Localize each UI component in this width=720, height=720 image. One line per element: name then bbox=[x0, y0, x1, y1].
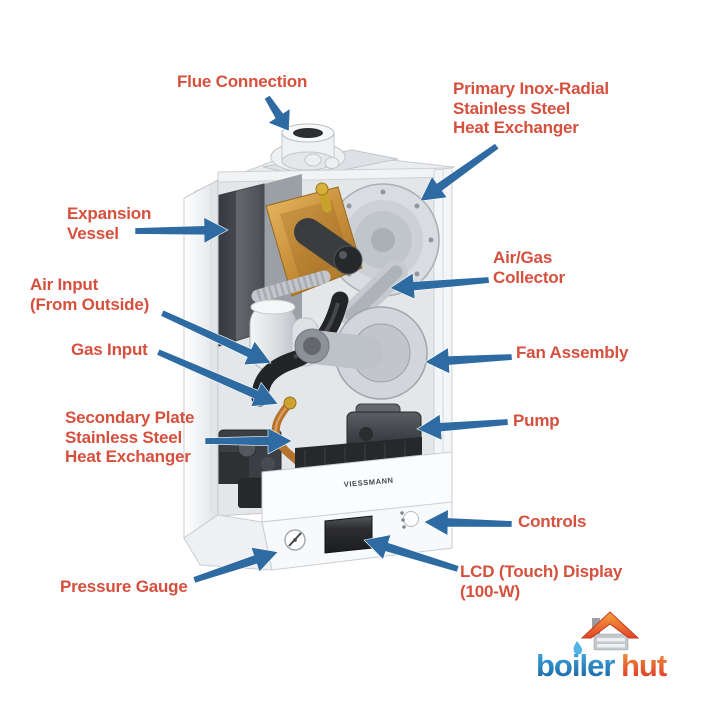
viessmann-logo-text: VIESSMANN bbox=[343, 476, 394, 489]
lcd-screen bbox=[324, 515, 373, 554]
arrow-secondary-heat-exchanger bbox=[204, 427, 293, 455]
arrow-air-gas-collector bbox=[389, 272, 490, 300]
label-lcd-display: LCD (Touch) Display (100-W) bbox=[460, 562, 623, 601]
label-pump: Pump bbox=[513, 411, 560, 430]
pressure-gauge-dial bbox=[284, 529, 306, 551]
brass-valve bbox=[315, 182, 332, 213]
arrow-expansion-vessel bbox=[134, 216, 229, 244]
fan-assembly-part bbox=[294, 306, 428, 400]
flue-pipe bbox=[281, 123, 340, 171]
label-air-gas-collector: Air/Gas Collector bbox=[493, 248, 565, 287]
arrow-primary-heat-exchanger bbox=[419, 142, 500, 202]
house-icon bbox=[580, 611, 640, 651]
controls-knob bbox=[403, 511, 419, 527]
arrow-pressure-gauge bbox=[192, 546, 279, 584]
label-secondary-heat-exchanger: Secondary Plate Stainless Steel Heat Exc… bbox=[65, 408, 195, 467]
label-expansion-vessel: Expansion Vessel bbox=[67, 204, 152, 243]
arrow-lcd-display bbox=[363, 534, 460, 573]
label-flue-connection: Flue Connection bbox=[177, 72, 308, 91]
primary-heat-exchanger-part bbox=[326, 183, 440, 297]
controls-dot bbox=[402, 525, 406, 529]
controls-dot bbox=[401, 518, 405, 522]
label-pressure-gauge: Pressure Gauge bbox=[60, 577, 188, 596]
arrow-gas-input bbox=[156, 348, 279, 407]
arrow-air-input bbox=[160, 309, 272, 366]
flexible-coil bbox=[251, 270, 331, 303]
controls-dot bbox=[400, 511, 404, 515]
label-gas-input: Gas Input bbox=[71, 340, 148, 359]
copper-burner-part bbox=[265, 186, 363, 297]
secondary-heat-exchanger-part bbox=[295, 437, 422, 471]
label-primary-heat-exchanger: Primary Inox-Radial Stainless Steel Heat… bbox=[453, 79, 609, 138]
boilerhut-logo: boiler hut bbox=[528, 602, 698, 692]
logo-text-hut: hut bbox=[621, 648, 667, 683]
fan-duct-inner bbox=[345, 265, 403, 322]
arrow-fan-assembly bbox=[424, 347, 513, 375]
water-drop-icon bbox=[573, 641, 583, 655]
label-fan-assembly: Fan Assembly bbox=[516, 343, 629, 362]
label-air-input: Air Input (From Outside) bbox=[30, 275, 150, 314]
arrow-pump bbox=[416, 413, 509, 441]
label-controls: Controls bbox=[518, 512, 587, 531]
arrow-flue-connection bbox=[263, 94, 291, 132]
arrow-controls bbox=[423, 509, 513, 537]
